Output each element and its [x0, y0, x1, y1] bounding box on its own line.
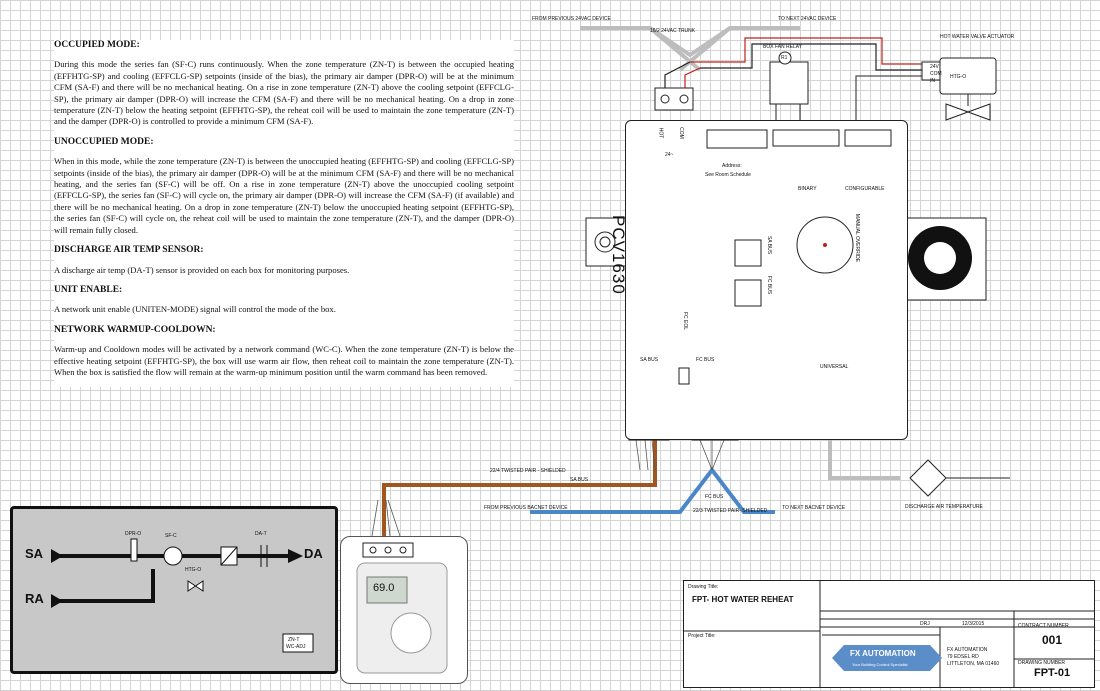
valve-terminal-block: [921, 61, 941, 81]
contract-label: CONTRACT NUMBER: [1018, 623, 1069, 629]
dip-switch-block: [706, 129, 768, 149]
logo-text: FX AUTOMATION: [850, 649, 916, 658]
to-next-bacnet: TO NEXT BACNET DEVICE: [782, 505, 846, 511]
sequence-notes: OCCUPIED MODE: During this mode the seri…: [54, 40, 514, 388]
date: 12/3/2015: [962, 621, 985, 627]
company-address-2: LITTLETON, MA 01460: [947, 661, 1000, 667]
section-body: Warm-up and Cooldown modes will be activ…: [54, 344, 514, 377]
section-heading: UNIT ENABLE:: [54, 284, 123, 295]
from-prev-bacnet: FROM PREVIOUS BACNET DEVICE: [484, 505, 568, 511]
fc-bus-jack: [734, 279, 762, 307]
section-heading: UNOCCUPIED MODE:: [54, 136, 154, 147]
drawing-number-label: DRAWING NUMBER: [1018, 660, 1066, 666]
ra-label: RA: [25, 591, 44, 606]
section-heading: NETWORK WARMUP-COOLDOWN:: [54, 324, 216, 335]
fc-bus-jack-label: FC BUS: [766, 275, 773, 295]
valve-actuator-body: [939, 57, 997, 95]
drawing-number: FPT-01: [1034, 667, 1071, 679]
valve-pin-in: IN: [930, 78, 935, 84]
from-prev-24vac: FROM PREVIOUS 24VAC DEVICE: [532, 16, 611, 22]
airflow-legend: SA RA DA DPR-O SF-C DA-T HTG-O ZN-T WC-A…: [10, 506, 338, 674]
section-heading: OCCUPIED MODE:: [54, 40, 140, 50]
left-mount: [585, 217, 627, 267]
airflow-schematic: [51, 538, 314, 653]
sa-bus-header: SA BUS: [640, 357, 659, 363]
fc-bus-conductors: [699, 439, 725, 471]
sa-bus-label: SA BUS: [570, 477, 589, 483]
trunk-label: 16/2 24VAC TRUNK: [650, 28, 696, 34]
to-next-24vac: TO NEXT 24VAC DEVICE: [778, 16, 837, 22]
valve-power-black: [700, 43, 925, 71]
address-value: See Room Schedule: [705, 172, 751, 178]
company-address-1: 79 EDSEL RD: [947, 654, 979, 660]
zn-tag: ZN-T: [288, 637, 300, 643]
power-24-label: 24~: [665, 152, 674, 158]
config-label: CONFIGURABLE: [845, 186, 885, 192]
dat-tag: DA-T: [255, 531, 267, 537]
valve-signal: [855, 75, 925, 130]
trunk-upper: [580, 26, 800, 58]
dpr-tag: DPR-O: [125, 531, 142, 537]
box-fan-relay-label: BOX FAN RELAY: [763, 44, 803, 50]
sa-bus-jack: [734, 239, 762, 267]
sa-label: SA: [25, 546, 44, 561]
dat-sensor: [909, 459, 947, 497]
address-label: Address:: [722, 163, 742, 169]
com-label: COM: [677, 127, 684, 139]
room-sensor: 69.0: [340, 536, 468, 684]
relay-box: [769, 61, 809, 105]
wc-adj-tag: WC-ADJ: [286, 644, 306, 650]
valve-pin-24v: 24V: [930, 64, 939, 70]
drawing-title: FPT- HOT WATER REHEAT: [692, 595, 794, 604]
fc-bus-header: FC BUS: [696, 357, 715, 363]
hw-valve-label: HOT WATER VALVE ACTUATOR: [940, 34, 1015, 40]
project-title-label: Project Title:: [688, 633, 716, 639]
sa-bus-jack-label: SA BUS: [766, 235, 773, 255]
section-body: A network unit enable (UNITEN-MODE) sign…: [54, 304, 336, 315]
valve-body: [945, 94, 991, 121]
htg-tag: HTG-O: [185, 567, 202, 573]
section-body: During this mode the series fan (SF-C) r…: [54, 59, 514, 127]
hot-label: HOT: [657, 127, 664, 139]
config-terminals: [844, 129, 892, 147]
thermo-conductors: [371, 499, 401, 537]
controller-features: [678, 129, 892, 385]
binary-terminals: [772, 129, 840, 147]
fc-bus-cable-label: 22/3 TWISTED PAIR- SHIELDED: [693, 508, 768, 514]
binary-label: BINARY: [798, 186, 817, 192]
sa-bus-conductors: [635, 439, 656, 471]
sensor-display: 69.0: [373, 582, 395, 594]
universal-label: UNIVERSAL: [820, 364, 849, 370]
valve-power-red: [690, 37, 925, 65]
section-heading: DISCHARGE AIR TEMP SENSOR:: [54, 245, 204, 256]
relay-tag: R1: [781, 55, 788, 61]
valve-pin-com: COM: [930, 71, 942, 77]
section-body: When in this mode, while the zone temper…: [54, 156, 514, 235]
sa-bus-cable-label: 22/4 TWISTED PAIR - SHIELDED: [490, 468, 566, 474]
contract-number: 001: [1042, 633, 1063, 647]
fc-bus-label: FC BUS: [705, 494, 724, 500]
section-body: A discharge air temp (DA-T) sensor is pr…: [54, 264, 350, 275]
pcv-controller: [625, 120, 908, 440]
dat-wire: [828, 440, 900, 480]
sf-tag: SF-C: [165, 533, 177, 539]
logo-tagline: Your Building Control Specialist: [852, 662, 908, 667]
sa-bus-cable: [382, 440, 657, 536]
company-name: FX AUTOMATION: [947, 647, 988, 653]
sensor-drawing: [356, 542, 448, 674]
power-terminal: [654, 87, 694, 111]
override-label: MANUAL OVERRIDE: [854, 213, 861, 263]
dat-label: DISCHARGE AIR TEMPERATURE: [905, 504, 983, 510]
valve-tag: HTG-O: [950, 74, 967, 80]
fc-eol-switch: [678, 367, 690, 385]
logo-shape: [832, 645, 942, 671]
da-label: DA: [304, 546, 323, 561]
fc-eol-label: FC EOL: [682, 311, 689, 331]
fx-logo: FX AUTOMATION Your Building Control Spec…: [832, 643, 942, 673]
drawing-title-label: Drawing Title:: [688, 584, 719, 590]
drawn-by: DRJ: [920, 621, 930, 627]
relay-coil: [778, 51, 792, 65]
title-block: Drawing Title: FPT- HOT WATER REHEAT Pro…: [683, 580, 1095, 688]
